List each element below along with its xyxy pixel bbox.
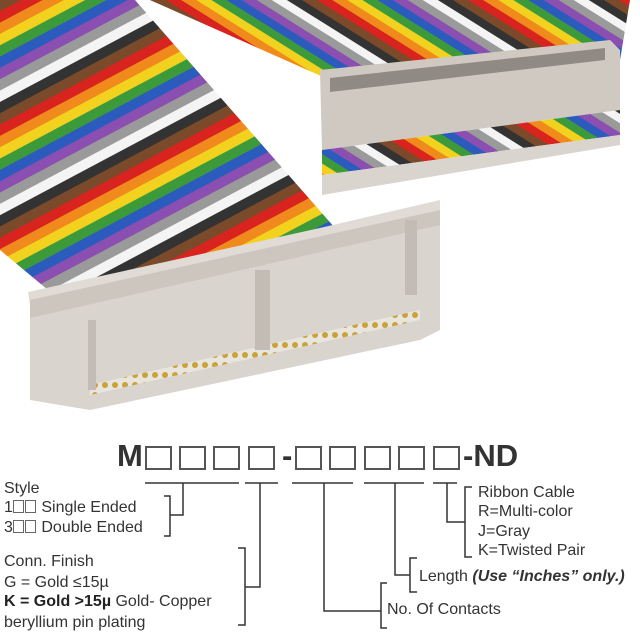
length-box bbox=[364, 446, 391, 470]
ribbon-type-box bbox=[433, 446, 460, 470]
ribbon-cable-photo bbox=[0, 0, 630, 410]
left-connector bbox=[28, 200, 440, 410]
finish-box bbox=[248, 446, 275, 470]
part-suffix: -ND bbox=[463, 438, 519, 473]
part-prefix: M bbox=[117, 438, 143, 473]
length-label: Length (Use “Inches” only.) bbox=[419, 568, 625, 585]
style-digit-box bbox=[213, 446, 240, 470]
contacts-box bbox=[329, 446, 356, 470]
length-box bbox=[398, 446, 425, 470]
conn-finish-k: K = Gold >15µ Gold- Copper bbox=[4, 593, 212, 610]
ribbon-option-j: J=Gray bbox=[478, 523, 531, 540]
style-digit-box bbox=[145, 446, 172, 470]
contacts-label: No. Of Contacts bbox=[387, 601, 501, 618]
style-option-double: 3 Double Ended bbox=[4, 519, 143, 536]
left-ribbon-cable bbox=[0, 0, 335, 300]
contacts-box bbox=[295, 446, 322, 470]
conn-finish-title: Conn. Finish bbox=[4, 553, 94, 570]
conn-finish-g: G = Gold ≤15µ bbox=[4, 574, 109, 591]
conn-finish-k-2: beryllium pin plating bbox=[4, 614, 146, 631]
style-title: Style bbox=[4, 480, 40, 497]
ribbon-title: Ribbon Cable bbox=[478, 484, 575, 501]
part-separator: - bbox=[282, 438, 293, 473]
ribbon-option-r: R=Multi-color bbox=[478, 503, 573, 520]
style-option-single: 1 Single Ended bbox=[4, 499, 137, 516]
right-connector bbox=[320, 40, 620, 195]
ribbon-option-k: K=Twisted Pair bbox=[478, 542, 586, 559]
style-digit-box bbox=[179, 446, 206, 470]
